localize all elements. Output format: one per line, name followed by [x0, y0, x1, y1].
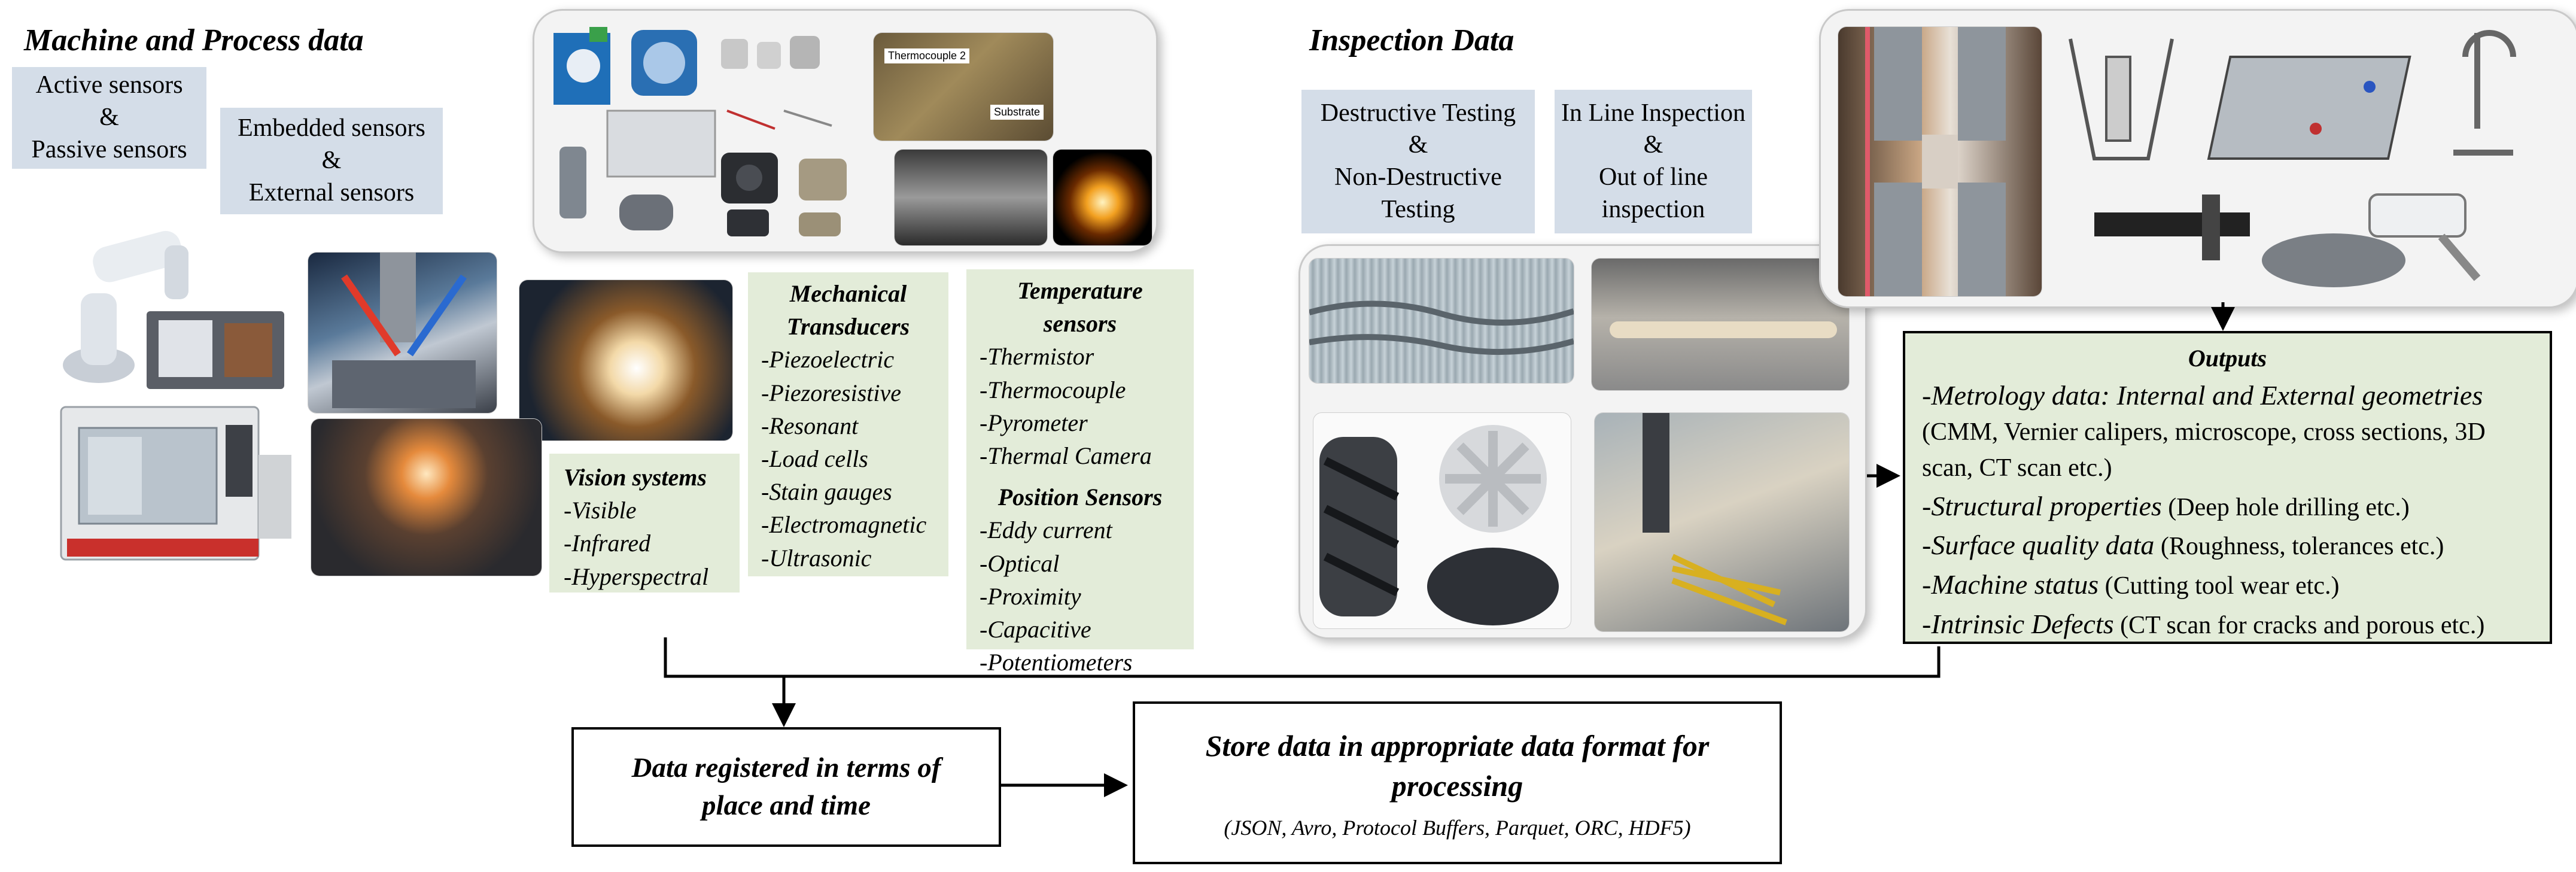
- output-item-label: -Surface quality data: [1922, 530, 2155, 561]
- vision-systems-heading: Vision systems: [564, 464, 707, 491]
- temperature-position-sensors-list: Temperature sensors -Thermistor -Thermoc…: [966, 269, 1194, 676]
- output-item: -Structural properties (Deep hole drilli…: [1922, 487, 2533, 526]
- output-item: -Surface quality data (Roughness, tolera…: [1922, 525, 2533, 565]
- box-line: processing: [1391, 769, 1523, 803]
- laser-sparks-image: [519, 280, 732, 440]
- embedded-external-sensors-box: Embedded sensors & External sensors: [220, 108, 443, 214]
- list-item: -Visible: [564, 497, 637, 524]
- substrate-label: Substrate: [990, 105, 1044, 120]
- mechanical-heading-line: Transducers: [786, 313, 910, 341]
- output-item-detail: (CMM, Vernier calipers, microscope, cros…: [1922, 418, 2486, 482]
- temperature-heading: Temperature sensors: [1017, 277, 1143, 338]
- sensor-devices-image: [548, 21, 871, 242]
- laser-deposition-image: [311, 419, 542, 576]
- list-item: -Hyperspectral: [564, 563, 709, 590]
- list-item: -Thermocouple: [980, 376, 1126, 403]
- thermocouple-label: Thermocouple 2: [884, 48, 970, 63]
- inline-inspection-box: In Line Inspection & Out of line inspect…: [1555, 90, 1752, 233]
- list-item: -Optical: [980, 549, 1060, 577]
- tensile-test-image: [1838, 27, 2042, 296]
- list-item: -Potentiometers: [980, 649, 1133, 676]
- deposited-track-image: [1592, 259, 1849, 390]
- box-line: &: [99, 104, 119, 132]
- list-item: -Load cells: [761, 445, 868, 472]
- box-line: place and time: [702, 790, 871, 821]
- output-item-detail: (Deep hole drilling etc.): [2161, 493, 2410, 521]
- output-item-label: -Metrology data: Internal and External g…: [1922, 379, 2483, 411]
- cutting-tools-impeller-image: [1313, 413, 1571, 628]
- output-item-detail: (Cutting tool wear etc.): [2098, 572, 2340, 600]
- box-line: External sensors: [248, 178, 415, 206]
- mechanical-heading-line: Mechanical: [789, 280, 907, 307]
- output-item: -Metrology data: Internal and External g…: [1922, 376, 2533, 487]
- data-registered-box: Data registered in terms of place and ti…: [571, 727, 1001, 847]
- list-item: -Capacitive: [980, 615, 1091, 643]
- list-item: -Electromagnetic: [761, 511, 927, 539]
- output-item: -Intrinsic Defects (CT scan for cracks a…: [1922, 604, 2533, 644]
- list-item: -Proximity: [980, 582, 1081, 610]
- industrial-robot-image: [57, 221, 293, 395]
- metrology-instruments-image: [2058, 21, 2567, 302]
- weld-bead-image: [1309, 259, 1574, 383]
- box-line: Data registered in terms of: [631, 752, 941, 783]
- machining-coolant-image: [308, 253, 497, 413]
- thermocouple-substrate-image: Thermocouple 2 Substrate: [874, 33, 1053, 141]
- box-line: Destructive Testing: [1320, 99, 1516, 127]
- list-item: -Piezoresistive: [761, 379, 902, 406]
- box-line: &: [321, 147, 342, 175]
- output-item-detail: (CT scan for cracks and porous etc.): [2113, 611, 2485, 639]
- melt-pool-glow-image: [1053, 150, 1152, 245]
- outputs-box: Outputs -Metrology data: Internal and Ex…: [1903, 331, 2552, 644]
- vision-systems-list: Vision systems -Visible -Infrared -Hyper…: [549, 454, 740, 593]
- list-item: -Pyrometer: [980, 409, 1088, 436]
- destructive-testing-box: Destructive Testing & Non-Destructive Te…: [1301, 90, 1535, 233]
- box-line: inspection: [1601, 195, 1705, 223]
- drilling-probe-image: [1595, 413, 1849, 631]
- box-line: &: [1643, 131, 1663, 159]
- box-line: Embedded sensors: [238, 114, 425, 142]
- output-item-label: -Structural properties: [1922, 490, 2162, 521]
- box-line: In Line Inspection: [1561, 99, 1745, 127]
- output-item-label: -Intrinsic Defects: [1922, 608, 2114, 639]
- list-item: -Thermal Camera: [980, 442, 1152, 469]
- outputs-title: Outputs: [2188, 345, 2267, 372]
- machine-process-title: Machine and Process data: [24, 23, 364, 57]
- list-item: -Eddy current: [980, 516, 1112, 544]
- box-line: Store data in appropriate data format fo…: [1205, 728, 1710, 762]
- box-line: Testing: [1381, 195, 1455, 223]
- active-passive-sensors-box: Active sensors & Passive sensors: [12, 67, 206, 169]
- collector-line: [664, 637, 1941, 678]
- cnc-machine-image: [55, 401, 297, 566]
- data-formats-text: (JSON, Avro, Protocol Buffers, Parquet, …: [1224, 815, 1691, 840]
- output-item: -Machine status (Cutting tool wear etc.): [1922, 565, 2533, 604]
- list-item: -Thermistor: [980, 343, 1094, 370]
- output-item-label: -Machine status: [1922, 569, 2099, 600]
- list-item: -Infrared: [564, 530, 651, 557]
- store-data-box: Store data in appropriate data format fo…: [1133, 701, 1782, 864]
- list-item: -Resonant: [761, 412, 859, 439]
- list-item: -Ultrasonic: [761, 544, 872, 572]
- output-item-detail: (Roughness, tolerances etc.): [2154, 533, 2444, 561]
- box-line: Non-Destructive: [1334, 163, 1502, 191]
- box-line: Passive sensors: [31, 135, 187, 163]
- mechanical-transducers-list: Mechanical Transducers -Piezoelectric -P…: [748, 272, 948, 576]
- list-item: -Stain gauges: [761, 478, 892, 506]
- position-heading: Position Sensors: [997, 484, 1163, 511]
- box-line: &: [1408, 131, 1428, 159]
- inspection-data-title: Inspection Data: [1309, 23, 1514, 57]
- welding-monochrome-image: [895, 150, 1047, 245]
- list-item: -Piezoelectric: [761, 346, 895, 373]
- box-line: Active sensors: [35, 71, 183, 99]
- box-line: Out of line: [1599, 163, 1708, 191]
